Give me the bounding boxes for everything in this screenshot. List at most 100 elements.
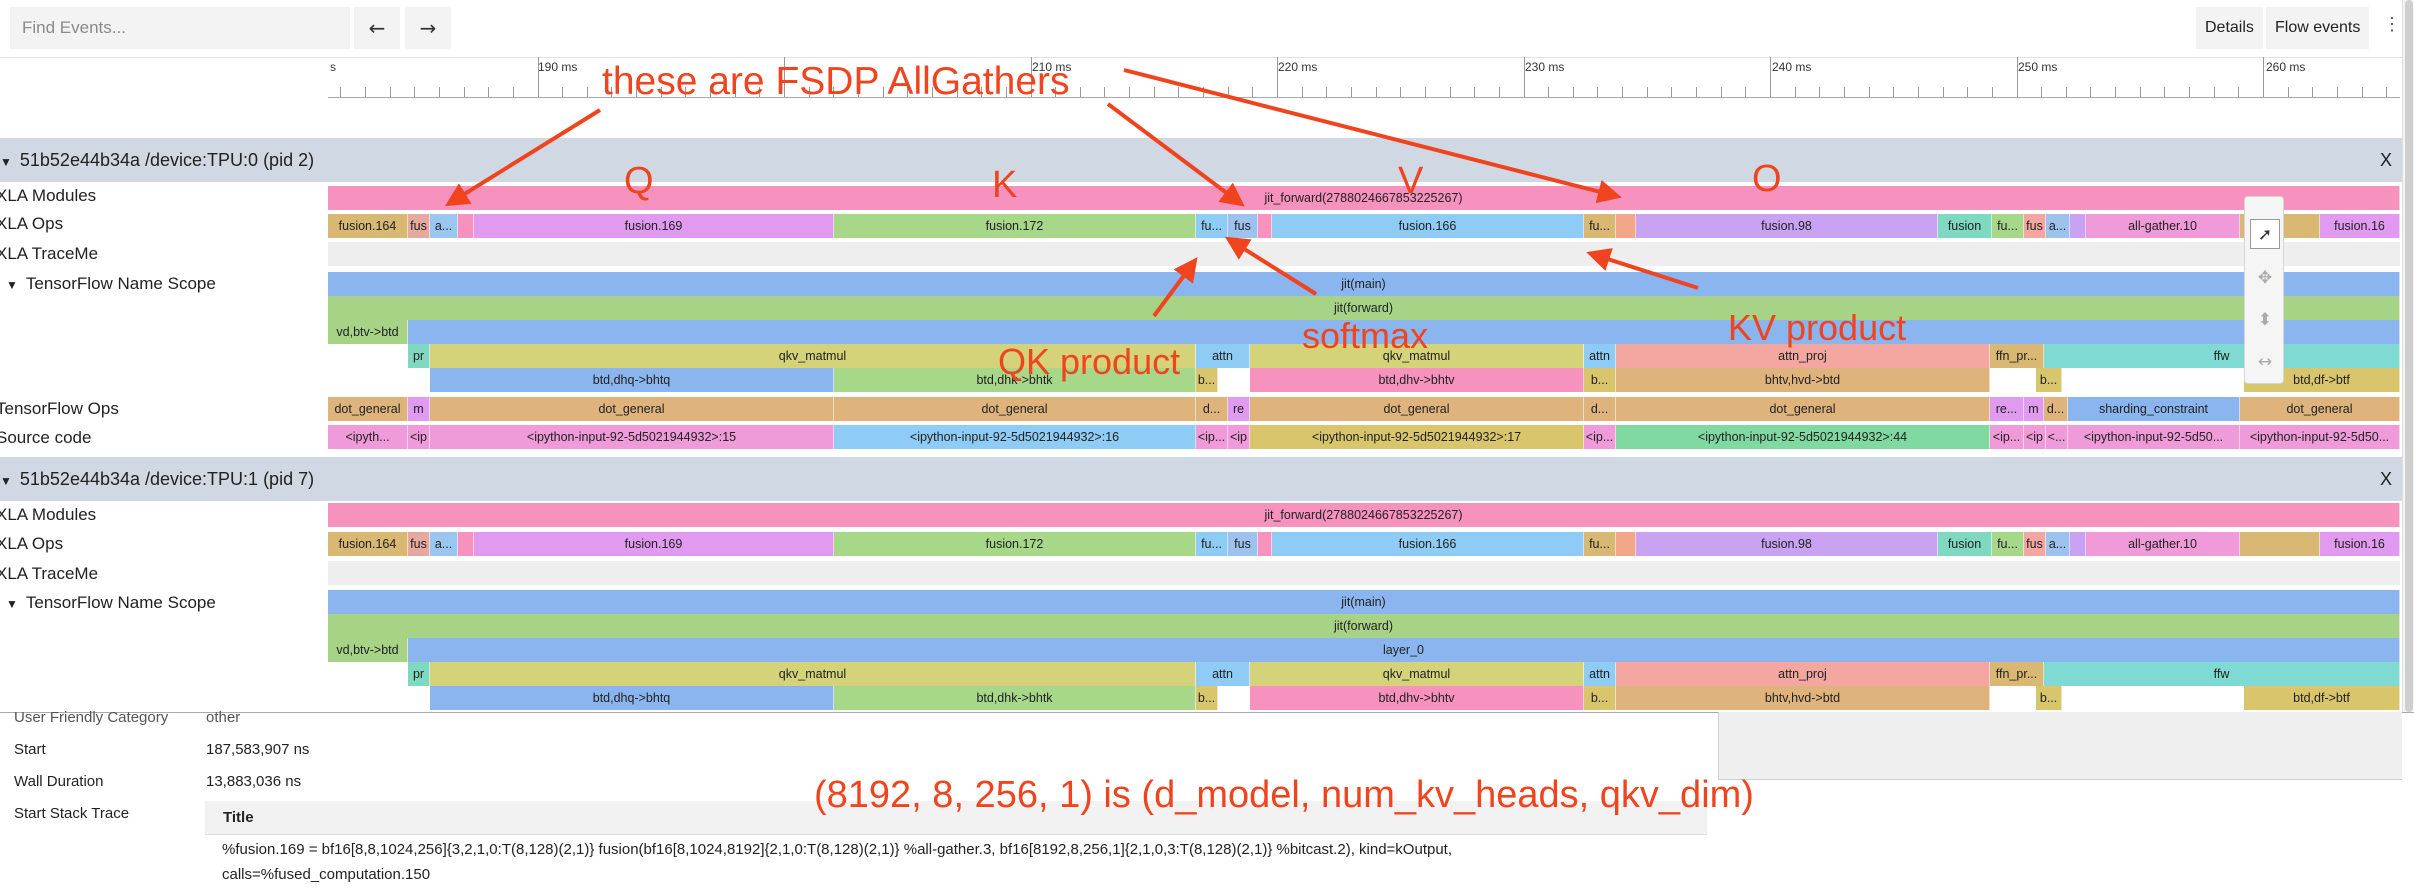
slice-source[interactable]: <ipython-input-92-5d5021944932>:15	[430, 425, 834, 449]
slice-scope[interactable]: b...	[2036, 368, 2062, 392]
slice-op[interactable]: fusion.172	[834, 214, 1196, 238]
slice-tfop[interactable]: dot_general	[430, 397, 834, 421]
slice-tfop[interactable]: m	[408, 397, 430, 421]
slice-tfop[interactable]: sharding_constraint	[2068, 397, 2240, 421]
collapse-triangle-icon[interactable]: ▼	[0, 155, 12, 169]
slice-op[interactable]: all-gather.10	[2086, 532, 2240, 556]
vertical-scrollbar[interactable]	[2402, 0, 2414, 712]
move-icon[interactable]: ✥	[2257, 268, 2273, 288]
slice-scope[interactable]: b...	[2036, 686, 2062, 710]
slice-op[interactable]: fusion.98	[1636, 532, 1938, 556]
slice-scope[interactable]: qkv_matmul	[430, 662, 1196, 686]
slice-scope[interactable]: btd,dhq->bhtq	[430, 368, 834, 392]
slice-op[interactable]: a...	[2046, 532, 2070, 556]
slice-op[interactable]: fus	[408, 532, 430, 556]
slice-op[interactable]: fus	[2024, 532, 2046, 556]
slice-op[interactable]: a...	[430, 214, 458, 238]
slice-tfop[interactable]: re...	[1990, 397, 2024, 421]
slice-scope[interactable]: b...	[1196, 686, 1218, 710]
slice-source[interactable]: <...	[2046, 425, 2068, 449]
slice-jit-forward-scope[interactable]: jit(forward)	[328, 296, 2400, 320]
slice-scope[interactable]: bhtv,hvd->btd	[1616, 368, 1990, 392]
slice-op[interactable]: fu...	[1992, 214, 2024, 238]
slice-scope[interactable]: btd,dhk->bhtk	[834, 686, 1196, 710]
slice-tfop[interactable]: dot_general	[1616, 397, 1990, 421]
slice-source[interactable]: <ipyth...	[328, 425, 408, 449]
slice-scope[interactable]: b...	[1584, 686, 1616, 710]
slice-scope[interactable]: attn	[1584, 662, 1616, 686]
process-header-tpu0[interactable]: ▼51b52e44b34a /device:TPU:0 (pid 2) X	[0, 138, 2402, 182]
slice-scope[interactable]: pr	[408, 662, 430, 686]
slice-scope[interactable]: ffw	[2044, 344, 2400, 368]
slice-scope[interactable]: b...	[1584, 368, 1616, 392]
slice-op[interactable]: fusion.98	[1636, 214, 1938, 238]
slice-op[interactable]: fusion.16	[2320, 214, 2400, 238]
slice-op[interactable]	[458, 214, 474, 238]
slice-op[interactable]: fu...	[1584, 532, 1616, 556]
slice-jit-forward[interactable]: jit_forward(2788024667853225267)	[328, 503, 2400, 527]
slice-op[interactable]	[1258, 532, 1272, 556]
find-events-input[interactable]	[10, 7, 350, 49]
slice-source[interactable]: <ip	[1228, 425, 1250, 449]
details-button[interactable]: Details	[2196, 7, 2263, 49]
slice-layer[interactable]: layer_0	[408, 638, 2400, 662]
slice-scope[interactable]: attn_proj	[1616, 662, 1990, 686]
slice-tfop[interactable]: dot_general	[2240, 397, 2400, 421]
pointer-icon[interactable]: ➚	[2250, 219, 2280, 249]
slice-scope[interactable]: btd,dhk->bhtk	[834, 368, 1196, 392]
slice-scope[interactable]: ffn_pr...	[1990, 662, 2044, 686]
slice-layer[interactable]	[408, 320, 2400, 344]
slice-tfop[interactable]: dot_general	[1250, 397, 1584, 421]
slice-tfop[interactable]: m	[2024, 397, 2044, 421]
slice-source[interactable]: <ipython-input-92-5d5021944932>:16	[834, 425, 1196, 449]
slice-tfop[interactable]: d...	[1196, 397, 1228, 421]
flow-events-button[interactable]: Flow events	[2266, 7, 2370, 49]
slice-source[interactable]: <ipython-input-92-5d5021944932>:44	[1616, 425, 1990, 449]
slice-scope[interactable]: vd,btv->btd	[328, 638, 408, 662]
slice-op[interactable]	[458, 532, 474, 556]
slice-op[interactable]	[2240, 532, 2320, 556]
previous-event-button[interactable]: ←	[354, 7, 400, 49]
slice-scope[interactable]: btd,dhv->bhtv	[1250, 686, 1584, 710]
slice-scope[interactable]: ffw	[2044, 662, 2400, 686]
slice-scope[interactable]: ffn_pr...	[1990, 344, 2044, 368]
slice-op[interactable]: fusion.16	[2320, 532, 2400, 556]
expand-triangle-icon[interactable]: ▼	[6, 278, 18, 292]
slice-op[interactable]	[1616, 532, 1636, 556]
slice-op[interactable]: fusion	[1938, 532, 1992, 556]
slice-op[interactable]: all-gather.10	[2086, 214, 2240, 238]
slice-op[interactable]: fusion.169	[474, 532, 834, 556]
slice-source[interactable]: <ipython-input-92-5d5021944932>:17	[1250, 425, 1584, 449]
slice-jit-main[interactable]: jit(main)	[328, 590, 2400, 614]
slice-tfop[interactable]: dot_general	[328, 397, 408, 421]
slice-scope[interactable]: attn	[1196, 344, 1250, 368]
slice-op[interactable]: fus	[1228, 214, 1258, 238]
close-process-button[interactable]: X	[2379, 469, 2392, 489]
slice-jit-forward-scope[interactable]: jit(forward)	[328, 614, 2400, 638]
slice-scope[interactable]: attn	[1584, 344, 1616, 368]
timing-icon[interactable]: ↔	[2257, 352, 2273, 372]
close-process-button[interactable]: X	[2379, 150, 2392, 170]
slice-op[interactable]: fusion.169	[474, 214, 834, 238]
slice-op[interactable]: fusion.164	[328, 532, 408, 556]
slice-op[interactable]	[2070, 532, 2086, 556]
slice-source[interactable]: <ip...	[1584, 425, 1616, 449]
slice-scope[interactable]: attn_proj	[1616, 344, 1990, 368]
slice-op[interactable]: fusion	[1938, 214, 1992, 238]
row-label-tf-name-scope[interactable]: ▼TensorFlow Name Scope	[6, 593, 216, 612]
slice-source[interactable]: <ip	[2024, 425, 2046, 449]
process-header-tpu1[interactable]: ▼51b52e44b34a /device:TPU:1 (pid 7) X	[0, 457, 2402, 501]
slice-scope[interactable]: btd,dhq->bhtq	[430, 686, 834, 710]
slice-op[interactable]: fus	[2024, 214, 2046, 238]
slice-source[interactable]: <ip...	[1196, 425, 1228, 449]
slice-op[interactable]	[1616, 214, 1636, 238]
slice-jit-main[interactable]: jit(main)	[328, 272, 2400, 296]
slice-source[interactable]: <ip	[408, 425, 430, 449]
slice-op[interactable]: fusion.172	[834, 532, 1196, 556]
scrollbar-thumb[interactable]	[2405, 0, 2413, 712]
slice-source[interactable]: <ipython-input-92-5d50...	[2068, 425, 2240, 449]
slice-op[interactable]: fusion.164	[328, 214, 408, 238]
slice-op[interactable]: a...	[2046, 214, 2070, 238]
slice-source[interactable]: <ipython-input-92-5d50...	[2240, 425, 2400, 449]
slice-scope[interactable]: qkv_matmul	[430, 344, 1196, 368]
